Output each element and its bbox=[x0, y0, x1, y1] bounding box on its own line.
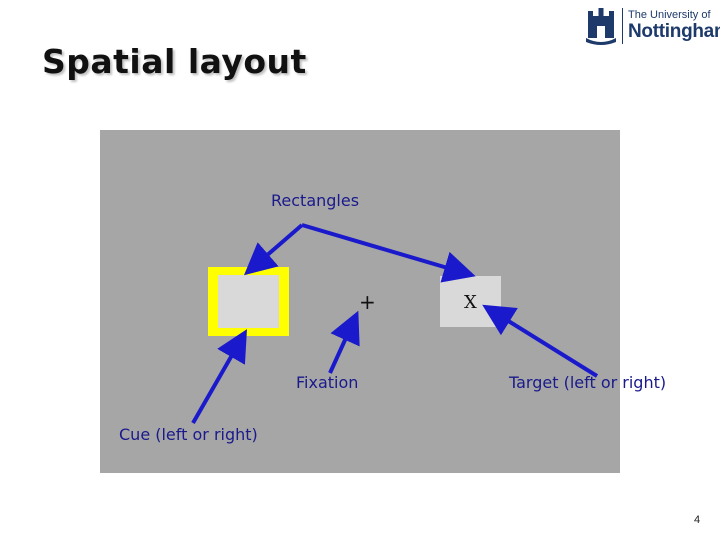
arrow-rectangles-right bbox=[301, 223, 476, 283]
fixation-cross: + bbox=[359, 290, 376, 314]
stage-background bbox=[100, 130, 620, 473]
label-fixation: Fixation bbox=[296, 373, 359, 392]
logo-divider bbox=[622, 8, 623, 44]
logo-text-line2: Nottingham bbox=[628, 21, 720, 42]
university-logo: The University of Nottingham bbox=[586, 6, 720, 46]
target-symbol: X bbox=[464, 292, 477, 313]
left-rectangle bbox=[218, 275, 279, 328]
label-rectangles: Rectangles bbox=[271, 191, 360, 210]
arrow-cue bbox=[191, 329, 247, 424]
diagram-canvas: + X bbox=[100, 130, 620, 473]
arrow-fixation bbox=[328, 310, 360, 374]
diagram-stage: + X Rectangles Fixation Target (left or … bbox=[100, 130, 666, 473]
slide-title: Spatial layout bbox=[42, 42, 307, 81]
castle-crest-icon bbox=[586, 8, 616, 45]
arrow-target bbox=[482, 304, 599, 378]
page-number: 4 bbox=[694, 514, 701, 526]
label-cue: Cue (left or right) bbox=[119, 425, 258, 444]
logo-text-line1: The University of bbox=[628, 9, 711, 21]
arrow-rectangles-left bbox=[243, 223, 304, 276]
label-target: Target (left or right) bbox=[509, 373, 667, 392]
